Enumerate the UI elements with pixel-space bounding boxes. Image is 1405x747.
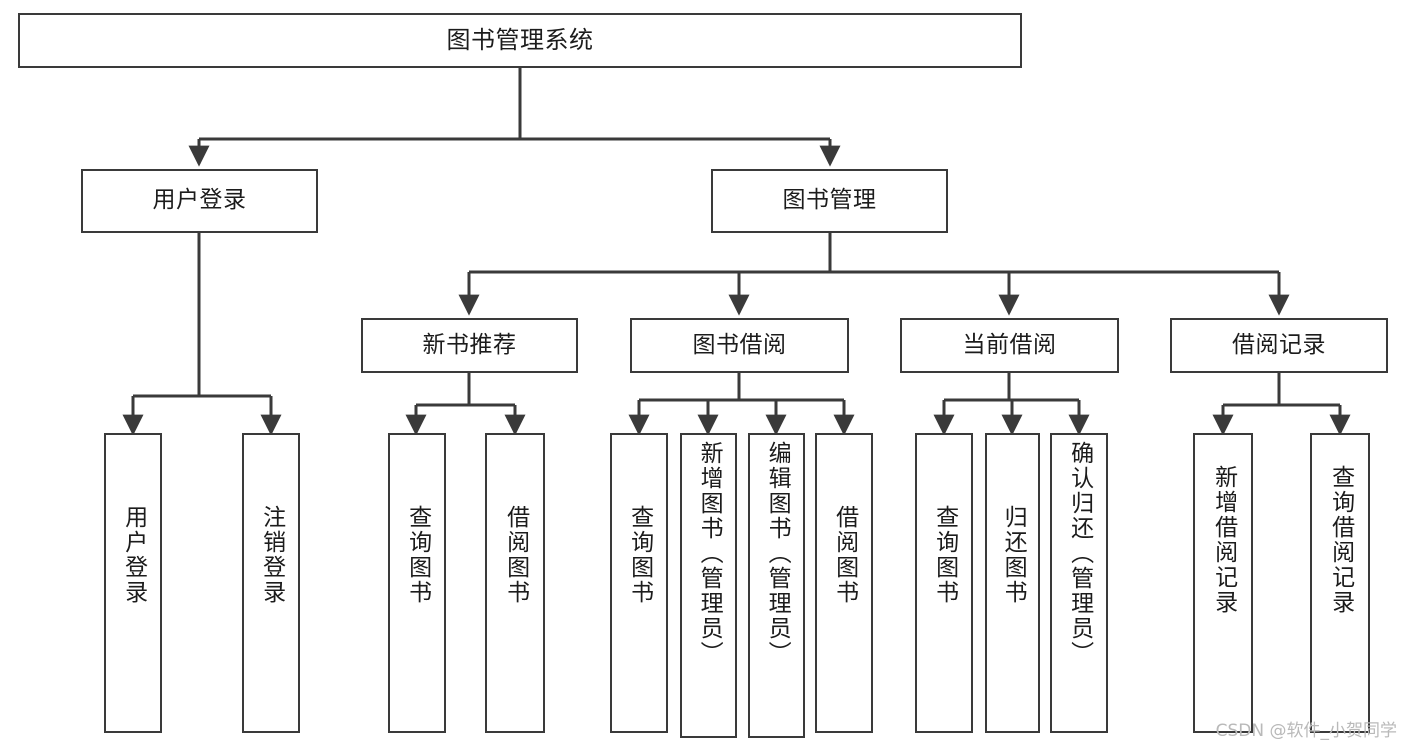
leaf-return-book[interactable]: 归还图书 — [985, 433, 1040, 733]
leaf-query-record[interactable]: 查询借阅记录 — [1310, 433, 1370, 733]
leaf-query-book-1[interactable]: 查询图书 — [388, 433, 446, 733]
node-current-borrow[interactable]: 当前借阅 — [900, 318, 1119, 373]
leaf-add-record-label: 新增借阅记录 — [1210, 465, 1237, 615]
leaf-borrow-book-1-label: 借阅图书 — [502, 505, 529, 605]
leaf-confirm-return[interactable]: 确认归还（管理员） — [1050, 433, 1108, 733]
node-new-book-recommend-label: 新书推荐 — [422, 331, 517, 358]
node-book-manage-label: 图书管理 — [782, 187, 877, 214]
leaf-edit-book-label: 编辑图书（管理员） — [764, 441, 791, 666]
node-book-borrow-label: 图书借阅 — [692, 331, 787, 358]
leaf-query-record-label: 查询借阅记录 — [1327, 465, 1354, 615]
leaf-query-book-3[interactable]: 查询图书 — [915, 433, 973, 733]
watermark: CSDN @软件_小贺同学 — [1215, 721, 1397, 741]
leaf-query-book-2-label: 查询图书 — [626, 505, 653, 605]
node-book-manage[interactable]: 图书管理 — [711, 169, 948, 233]
leaf-borrow-book-1[interactable]: 借阅图书 — [485, 433, 545, 733]
node-user-login-label: 用户登录 — [152, 187, 247, 214]
node-new-book-recommend[interactable]: 新书推荐 — [361, 318, 578, 373]
leaf-user-login-label: 用户登录 — [120, 505, 147, 605]
leaf-user-logout-label: 注销登录 — [258, 505, 285, 605]
leaf-add-record[interactable]: 新增借阅记录 — [1193, 433, 1253, 733]
node-borrow-record[interactable]: 借阅记录 — [1170, 318, 1388, 373]
node-borrow-record-label: 借阅记录 — [1232, 331, 1326, 358]
leaf-query-book-2[interactable]: 查询图书 — [610, 433, 668, 733]
leaf-user-logout[interactable]: 注销登录 — [242, 433, 300, 733]
leaf-query-book-1-label: 查询图书 — [404, 505, 431, 605]
leaf-borrow-book-2-label: 借阅图书 — [831, 505, 858, 605]
leaf-confirm-return-label: 确认归还（管理员） — [1066, 441, 1093, 666]
node-root[interactable]: 图书管理系统 — [18, 13, 1022, 68]
leaf-return-book-label: 归还图书 — [1000, 505, 1027, 605]
node-book-borrow[interactable]: 图书借阅 — [630, 318, 849, 373]
node-current-borrow-label: 当前借阅 — [962, 331, 1057, 358]
node-root-label: 图书管理系统 — [446, 26, 594, 55]
leaf-add-book-label: 新增图书（管理员） — [696, 441, 723, 666]
node-user-login[interactable]: 用户登录 — [81, 169, 318, 233]
leaf-borrow-book-2[interactable]: 借阅图书 — [815, 433, 873, 733]
leaf-add-book[interactable]: 新增图书（管理员） — [680, 433, 737, 738]
leaf-query-book-3-label: 查询图书 — [931, 505, 958, 605]
leaf-user-login[interactable]: 用户登录 — [104, 433, 162, 733]
leaf-edit-book[interactable]: 编辑图书（管理员） — [748, 433, 805, 738]
